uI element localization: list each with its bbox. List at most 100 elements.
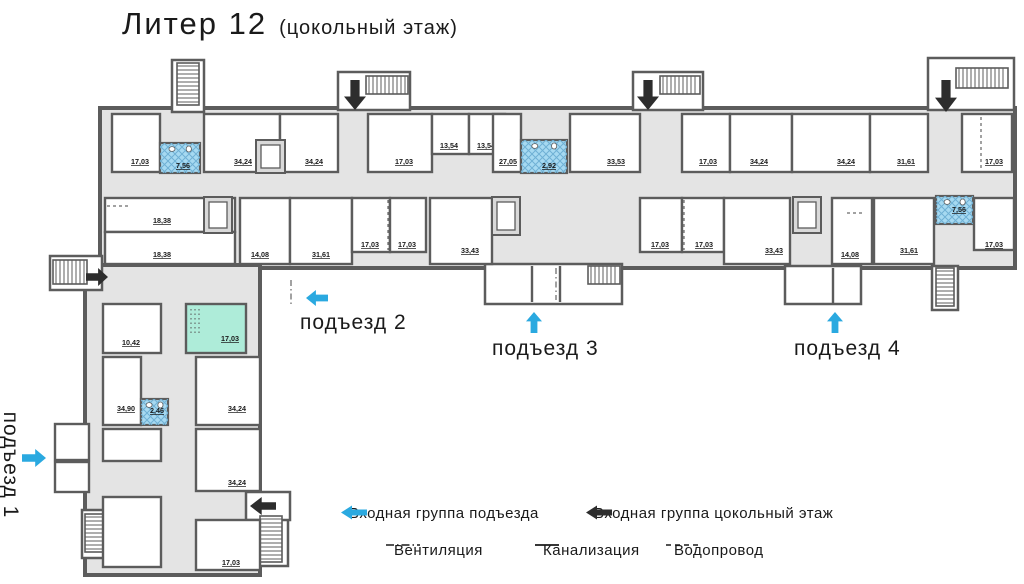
room [388, 196, 428, 254]
room-area-label: 18,38 [153, 250, 171, 259]
room [194, 427, 262, 493]
room-area-label: 18,38 [153, 216, 171, 225]
room-area-label: 33,43 [461, 246, 479, 255]
staircase [365, 75, 409, 95]
legend-sewerage: Канализация [535, 542, 640, 559]
shaft-inner [260, 144, 281, 169]
room [790, 112, 872, 174]
staircase [659, 75, 701, 95]
room [101, 355, 143, 427]
basement-entrance-arrow [86, 268, 108, 286]
room [430, 112, 471, 156]
room-area-label: 34,90 [117, 404, 135, 413]
room [638, 196, 684, 254]
legend-ventilation: Вентиляция [386, 542, 483, 559]
room-area-label: 34,24 [750, 157, 768, 166]
shaft-inner [208, 201, 228, 229]
room-area-label: 13,54 [477, 141, 495, 150]
room [728, 112, 794, 174]
legend-label: Вентиляция [394, 542, 483, 559]
room [194, 355, 262, 427]
room [194, 518, 262, 572]
room [110, 112, 162, 174]
room-area-label: 17,03 [361, 240, 379, 249]
entrance-label-3: подъезд 3 [492, 337, 599, 360]
room [428, 196, 494, 266]
podezd-entrance-arrow [22, 449, 46, 467]
room [680, 196, 726, 254]
room [960, 112, 1014, 174]
room-area-label: 27,05 [499, 157, 517, 166]
legend-water: Водопровод [666, 542, 764, 559]
legend-label: Входная группа подъезда [349, 505, 539, 522]
room-area-label: 17,03 [221, 334, 239, 343]
room [238, 196, 292, 266]
podezd-entrance-arrow [526, 312, 542, 333]
room [872, 196, 936, 266]
room-area-label: 33,43 [765, 246, 783, 255]
room-area-label: 33,53 [607, 157, 625, 166]
room [101, 302, 163, 355]
staircase [52, 259, 88, 285]
room-area-label: 34,24 [837, 157, 855, 166]
plumbing-fixture [531, 143, 539, 149]
staircase [176, 62, 200, 106]
room [722, 196, 792, 266]
room-area-label: 17,03 [222, 558, 240, 567]
room [491, 112, 523, 174]
plumbing-fixture [551, 142, 558, 150]
basement-entrance-arrow [344, 80, 366, 110]
room-area-label: 2,46 [150, 406, 164, 415]
plumbing-fixture [157, 401, 164, 409]
room-area-label: 31,61 [897, 157, 915, 166]
wet-room-hatch [141, 399, 168, 425]
wet-room-hatch [521, 140, 567, 173]
shaft-inner [496, 201, 516, 231]
room-area-label: 14,08 [251, 250, 269, 259]
legend-label: Водопровод [674, 542, 764, 559]
staircase [587, 265, 621, 285]
entrance-label-2: подъезд 2 [300, 311, 407, 334]
room-area-label: 34,24 [305, 157, 323, 166]
room-area-label: 7,56 [176, 161, 190, 170]
legend-entrance-basement: Входная группа цокольный этаж [586, 505, 833, 522]
room [568, 112, 642, 174]
page-title: Литер 12 (цокольный этаж) [122, 6, 458, 42]
room-area-label: 17,03 [695, 240, 713, 249]
room [288, 196, 354, 266]
room-area-label: 31,61 [900, 246, 918, 255]
basement-entrance-arrow [250, 497, 276, 515]
room [830, 196, 874, 266]
plumbing-fixture [168, 146, 176, 152]
plumbing-fixture [943, 199, 951, 205]
room-area-label: 17,03 [651, 240, 669, 249]
legend-label: Входная группа цокольный этаж [594, 505, 834, 522]
plumbing-fixture [145, 402, 153, 408]
room-area-label: 10,42 [122, 338, 140, 347]
room [53, 422, 91, 462]
highlighted-room [184, 302, 248, 355]
room-area-label: 34,24 [234, 157, 252, 166]
room-area-label: 34,24 [228, 478, 246, 487]
room [680, 112, 732, 174]
room [101, 427, 163, 463]
entrance-label-4: подъезд 4 [794, 337, 901, 360]
legend-label: Канализация [543, 542, 640, 559]
legend-entrance-podezd: Входная группа подъезда [341, 505, 539, 522]
podezd-entrance-arrow [306, 290, 328, 306]
room-area-label: 14,08 [841, 250, 859, 259]
room [868, 112, 930, 174]
plumbing-fixture [959, 198, 966, 206]
basement-entrance-arrow [935, 80, 957, 112]
wet-room-hatch [160, 143, 200, 173]
room-area-label: 2,92 [542, 161, 556, 170]
room-area-label: 13,54 [440, 141, 458, 150]
entrance-label-1: подъезд 1 [0, 411, 22, 519]
room [366, 112, 434, 174]
room [103, 230, 237, 266]
staircase [955, 67, 1009, 89]
room [101, 495, 163, 569]
room-area-label: 34,24 [228, 404, 246, 413]
